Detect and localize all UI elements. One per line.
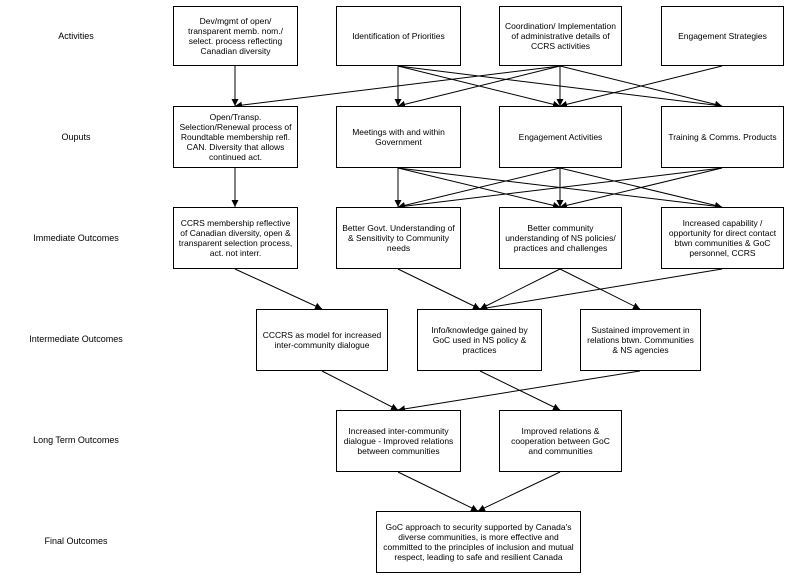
immediate-box-community-understanding: Better community understanding of NS pol… — [499, 207, 622, 269]
row-label-intermediate-outcomes: Intermediate Outcomes — [29, 334, 123, 344]
activity-box-engagement-strategies: Engagement Strategies — [661, 6, 784, 66]
immediate-box-govt-understanding: Better Govt. Understanding of & Sensitiv… — [336, 207, 461, 269]
final-text-goc-approach: GoC approach to security supported by Ca… — [383, 522, 574, 562]
output-text-meetings-government: Meetings with and within Government — [352, 127, 445, 147]
long-term-text-inter-community-dialogue: Increased inter-community dialogue - Imp… — [343, 426, 454, 456]
arrow-o4-i3 — [559, 167, 723, 209]
intermediate-text-info-knowledge: Info/knowledge gained by GoC used in NS … — [431, 325, 528, 355]
activity-text-membership-process: Dev/mgmt of open/ transparent memb. nom.… — [188, 16, 283, 56]
output-text-training-comms: Training & Comms. Products — [668, 132, 777, 142]
arrow-i1-m1 — [234, 268, 323, 310]
output-text-selection-renewal: Open/Transp. Selection/Renewal process o… — [179, 112, 292, 162]
immediate-box-membership-reflective: CCRS membership reflective of Canadian d… — [173, 207, 298, 269]
arrow-o3-i2 — [397, 167, 561, 209]
intermediate-box-info-knowledge: Info/knowledge gained by GoC used in NS … — [417, 309, 542, 371]
arrow-l1-f1 — [397, 471, 479, 512]
immediate-text-increased-capability: Increased capability / opportunity for d… — [668, 218, 777, 258]
arrow-m3-l1 — [397, 370, 641, 413]
long-term-box-inter-community-dialogue: Increased inter-community dialogue - Imp… — [336, 410, 461, 472]
immediate-text-membership-reflective: CCRS membership reflective of Canadian d… — [178, 218, 293, 258]
arrow-a4-o3 — [559, 65, 723, 108]
immediate-box-increased-capability: Increased capability / opportunity for d… — [661, 207, 784, 269]
long-term-box-improved-relations: Improved relations & cooperation between… — [499, 410, 622, 472]
intermediate-box-sustained-improvement: Sustained improvement in relations btwn.… — [580, 309, 701, 371]
arrow-a3-o2 — [397, 65, 561, 108]
activity-box-membership-process: Dev/mgmt of open/ transparent memb. nom.… — [173, 6, 298, 66]
arrow-l2-f1 — [477, 471, 561, 512]
output-box-selection-renewal: Open/Transp. Selection/Renewal process o… — [173, 106, 298, 168]
row-label-immediate-outcomes: Immediate Outcomes — [33, 233, 119, 243]
activity-text-engagement-strategies: Engagement Strategies — [678, 31, 767, 41]
arrow-o4-i2 — [397, 167, 723, 210]
long-term-text-improved-relations: Improved relations & cooperation between… — [511, 426, 610, 456]
row-label-long-term-outcomes: Long Term Outcomes — [33, 435, 119, 445]
output-box-training-comms: Training & Comms. Products — [661, 106, 784, 168]
immediate-text-community-understanding: Better community understanding of NS pol… — [505, 223, 616, 253]
row-label-outputs: Ouputs — [61, 132, 91, 142]
activity-text-coordination: Coordination/ Implementation of administ… — [504, 21, 617, 51]
row-label-activities: Activities — [58, 31, 94, 41]
activity-box-coordination: Coordination/ Implementation of administ… — [499, 6, 622, 66]
output-text-engagement-activities: Engagement Activities — [518, 132, 603, 142]
row-label-final-outcomes: Final Outcomes — [44, 536, 108, 546]
immediate-text-govt-understanding: Better Govt. Understanding of & Sensitiv… — [342, 223, 455, 253]
intermediate-box-ccrs-model: CCCRS as model for increased inter-commu… — [256, 309, 388, 371]
arrow-i3-m2 — [479, 268, 561, 310]
activity-box-identification-priorities: Identification of Priorities — [336, 6, 461, 66]
activity-text-identification-priorities: Identification of Priorities — [352, 31, 445, 41]
intermediate-text-sustained-improvement: Sustained improvement in relations btwn.… — [587, 325, 694, 355]
arrow-a3-o1 — [234, 65, 561, 109]
final-box-goc-approach: GoC approach to security supported by Ca… — [376, 511, 581, 573]
output-box-meetings-government: Meetings with and within Government — [336, 106, 461, 168]
arrow-i2-m2 — [397, 268, 481, 310]
output-box-engagement-activities: Engagement Activities — [499, 106, 622, 168]
intermediate-text-ccrs-model: CCCRS as model for increased inter-commu… — [262, 330, 382, 350]
arrow-m1-l1 — [321, 370, 399, 411]
arrow-i4-m2 — [479, 268, 723, 312]
